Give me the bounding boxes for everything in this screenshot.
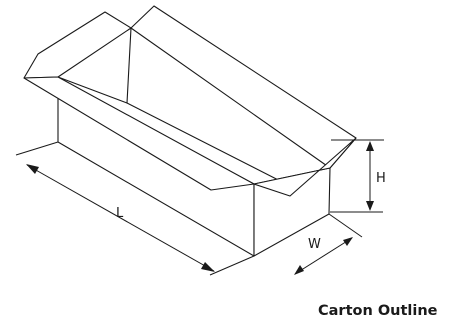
height-arrowhead-top <box>366 141 374 151</box>
length-extension-line-left <box>15 141 59 156</box>
inner-back-corner <box>126 27 132 104</box>
length-arrowhead-right <box>201 262 215 272</box>
width-dimension-line <box>294 237 353 275</box>
width-label: W <box>308 237 321 252</box>
diagram-caption: Carton Outline <box>318 303 438 319</box>
width-arrowhead-left <box>294 265 304 275</box>
length-arrowhead-left <box>26 164 39 174</box>
height-label: H <box>376 171 386 186</box>
length-dimension-line <box>26 164 215 272</box>
height-arrowhead-bottom <box>366 201 374 211</box>
length-label: L <box>116 206 124 221</box>
width-extension-line-right <box>328 213 363 238</box>
inner-left-wall <box>57 76 128 104</box>
width-arrowhead-right <box>343 237 353 246</box>
left-end-flap <box>23 11 132 79</box>
right-end-flap <box>253 137 357 197</box>
inner-floor-edge <box>126 102 297 190</box>
length-extension-line-right <box>209 255 255 276</box>
